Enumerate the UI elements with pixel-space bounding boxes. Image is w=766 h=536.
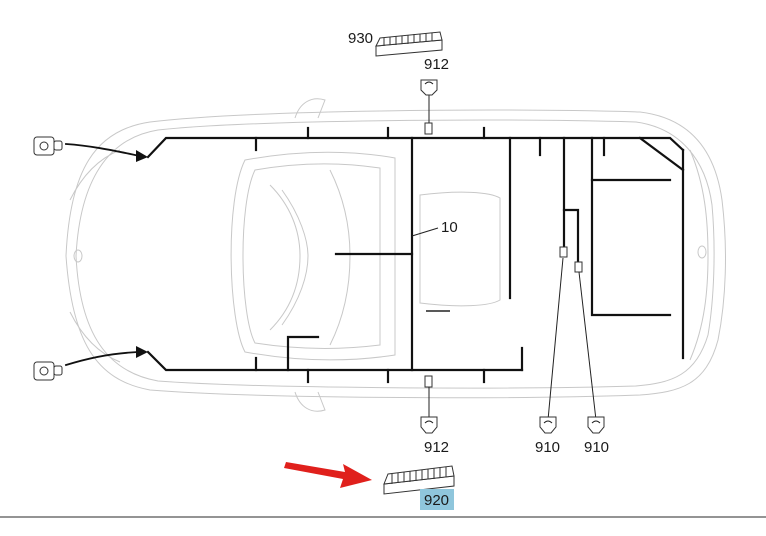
label-912-top: 912: [424, 56, 449, 73]
sensor-icon: [33, 346, 148, 381]
connector-icon: [420, 79, 438, 96]
connector-icon: [539, 416, 557, 434]
connector-icon: [587, 416, 605, 434]
inline-connectors: [424, 122, 583, 388]
label-10: 10: [441, 219, 458, 236]
block-connector-icon: [375, 31, 443, 57]
label-912-bottom: 912: [424, 439, 449, 456]
label-910-a: 910: [535, 439, 560, 456]
leader-910-a: [547, 257, 564, 421]
label-910-b: 910: [584, 439, 609, 456]
leader-10: [411, 227, 439, 237]
sensor-icon: [33, 136, 148, 162]
connector-icon: [420, 416, 438, 434]
leader-910-b: [578, 271, 597, 421]
red-arrow-icon: [284, 462, 372, 488]
label-920: 920: [424, 492, 449, 509]
block-connector-icon: [383, 465, 455, 495]
car-body-outline: [65, 98, 726, 412]
label-highlight: [420, 489, 454, 510]
wiring-harness-main: [146, 126, 685, 384]
label-930: 930: [348, 30, 373, 47]
